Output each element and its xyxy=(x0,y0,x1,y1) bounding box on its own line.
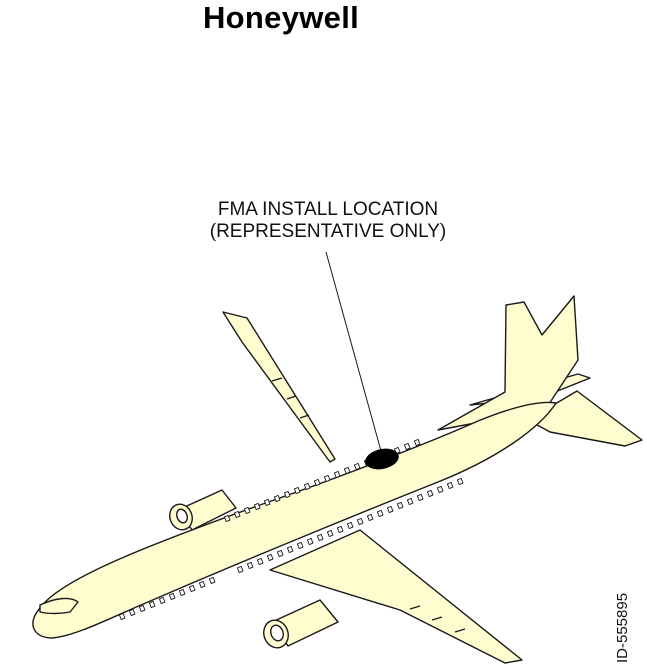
far-wing xyxy=(223,312,335,462)
near-wing xyxy=(270,530,522,663)
fuselage xyxy=(33,402,556,638)
aircraft xyxy=(33,296,642,663)
callout-leader-line xyxy=(326,252,381,451)
figure-id: ID-555895 xyxy=(614,593,631,663)
